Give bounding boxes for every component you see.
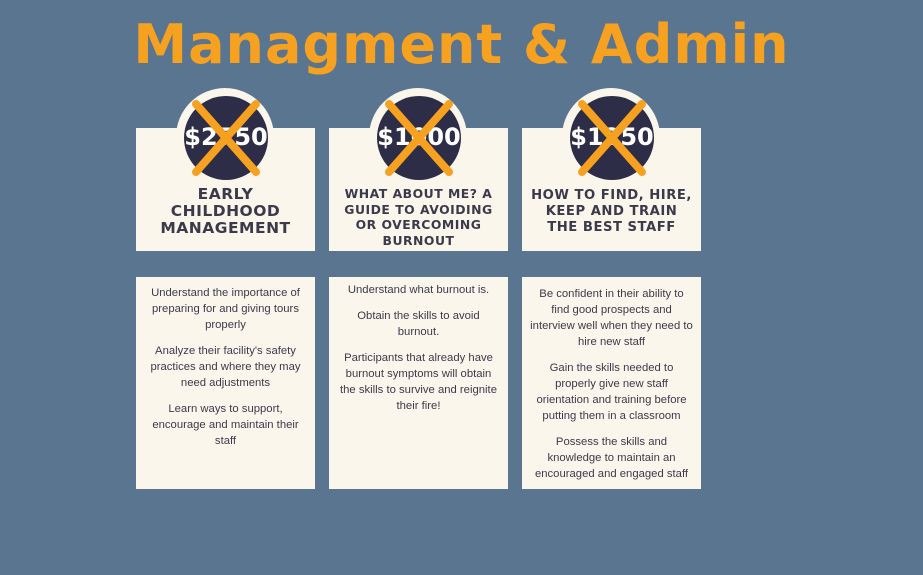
course-outcomes-card: Be confident in their ability to find go…	[522, 277, 701, 489]
outcome-item: Learn ways to support, encourage and mai…	[152, 403, 299, 447]
price-badge: $2750	[176, 88, 274, 186]
course-card-burnout: WHAT ABOUT ME? A GUIDE TO AVOIDING OR OV…	[329, 128, 508, 251]
outcome-item: Analyze their facility's safety practice…	[150, 345, 301, 389]
page-title: Managment & Admin	[133, 13, 790, 76]
cross-out-icon	[385, 100, 453, 176]
course-outcomes-card: Understand the importance of preparing f…	[136, 277, 315, 489]
price-badge: $1250	[562, 88, 660, 186]
outcome-item: Obtain the skills to avoid burnout.	[357, 310, 480, 338]
outcome-item: Be confident in their ability to find go…	[530, 288, 693, 348]
cross-out-icon	[192, 100, 260, 176]
price-badge: $1000	[369, 88, 467, 186]
outcome-item: Gain the skills needed to properly give …	[536, 362, 687, 422]
cross-out-icon	[578, 100, 646, 176]
outcome-item: Possess the skills and knowledge to main…	[534, 436, 689, 480]
course-outcomes-card: Understand what burnout is. Obtain the s…	[329, 277, 508, 489]
outcome-item: Understand the importance of preparing f…	[151, 287, 300, 331]
course-title: HOW TO FIND, HIRE, KEEP AND TRAIN THE BE…	[531, 188, 692, 235]
outcome-item: Participants that already have burnout s…	[340, 352, 497, 412]
outcome-item: Understand what burnout is.	[347, 284, 490, 296]
course-title: WHAT ABOUT ME? A GUIDE TO AVOIDING OR OV…	[344, 186, 493, 248]
course-title: EARLY CHILDHOOD MANAGEMENT	[160, 185, 291, 237]
